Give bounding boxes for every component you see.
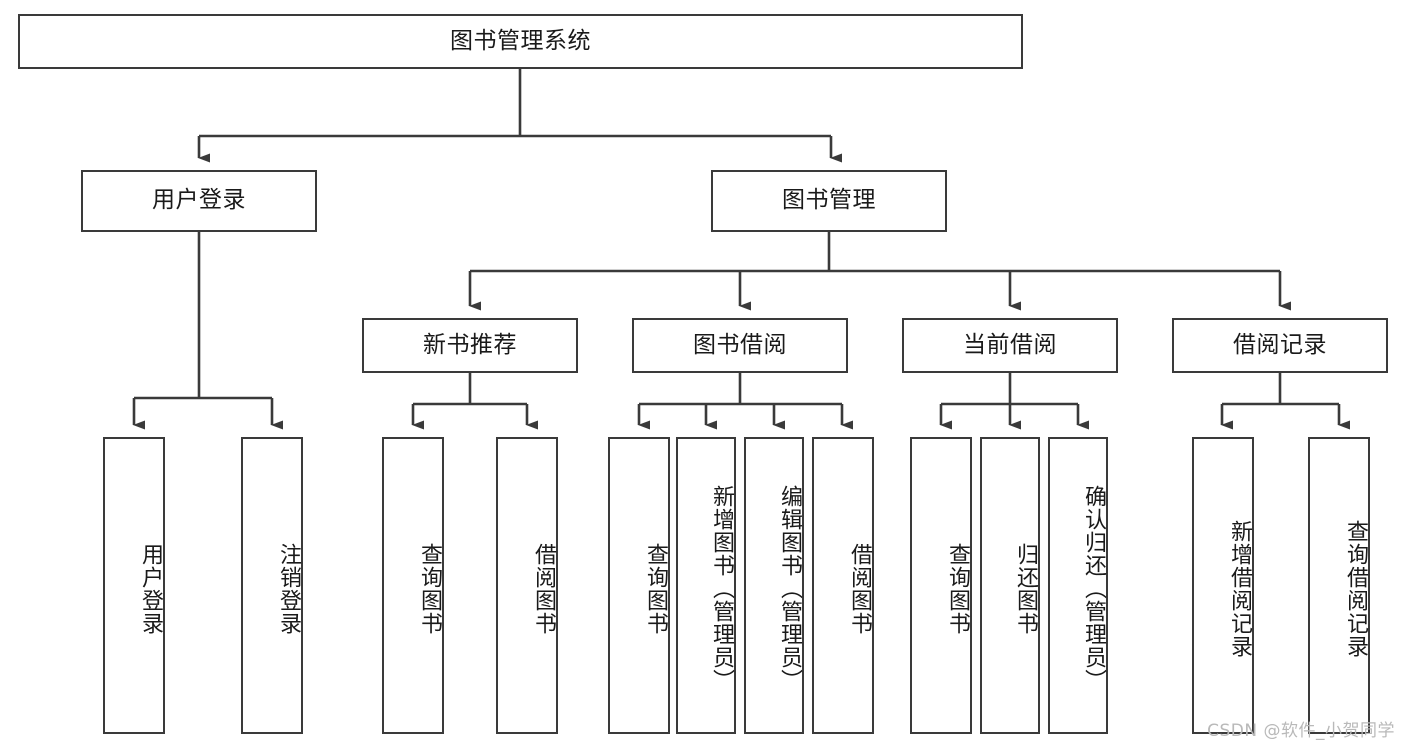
leaf-borrow-add-book-admin[interactable]: 新增图书（管理员） (676, 437, 736, 734)
node-book-management[interactable]: 图书管理 (711, 170, 947, 232)
leaf-new-book-borrow[interactable]: 借阅图书 (496, 437, 558, 734)
node-label: 借阅记录 (1233, 331, 1327, 358)
node-label: 编辑图书（管理员） (777, 485, 802, 692)
node-label: 注销登录 (276, 542, 301, 635)
node-label: 查询借阅记录 (1343, 519, 1368, 658)
leaf-borrow-edit-book-admin[interactable]: 编辑图书（管理员） (744, 437, 804, 734)
leaf-record-query-borrow-record[interactable]: 查询借阅记录 (1308, 437, 1370, 734)
node-root-book-management-system[interactable]: 图书管理系统 (18, 14, 1023, 69)
node-borrow-record[interactable]: 借阅记录 (1172, 318, 1388, 373)
node-label: 用户登录 (138, 542, 163, 635)
leaf-user-login-logout[interactable]: 注销登录 (241, 437, 303, 734)
leaf-user-login-login[interactable]: 用户登录 (103, 437, 165, 734)
node-label: 确认归还（管理员） (1081, 485, 1106, 692)
leaf-borrow-borrow-book[interactable]: 借阅图书 (812, 437, 874, 734)
leaf-borrow-query-book[interactable]: 查询图书 (608, 437, 670, 734)
node-label: 归还图书 (1013, 542, 1038, 635)
node-label: 查询图书 (417, 542, 442, 635)
node-label: 图书借阅 (693, 331, 787, 358)
node-current-borrow[interactable]: 当前借阅 (902, 318, 1118, 373)
node-label: 借阅图书 (531, 542, 556, 635)
node-label: 用户登录 (152, 187, 246, 214)
node-user-login[interactable]: 用户登录 (81, 170, 317, 232)
node-label: 图书管理系统 (450, 27, 591, 54)
node-label: 新增图书（管理员） (709, 485, 734, 692)
node-label: 图书管理 (782, 187, 876, 214)
node-label: 查询图书 (643, 542, 668, 635)
leaf-current-confirm-return-admin[interactable]: 确认归还（管理员） (1048, 437, 1108, 734)
leaf-record-add-borrow-record[interactable]: 新增借阅记录 (1192, 437, 1254, 734)
node-label: 新增借阅记录 (1227, 519, 1252, 658)
node-book-borrow[interactable]: 图书借阅 (632, 318, 848, 373)
leaf-current-return-book[interactable]: 归还图书 (980, 437, 1040, 734)
leaf-new-book-query[interactable]: 查询图书 (382, 437, 444, 734)
node-label: 借阅图书 (847, 542, 872, 635)
csdn-watermark: CSDN @软件_小贺同学 (1207, 721, 1395, 741)
node-label: 新书推荐 (423, 331, 517, 358)
node-new-book-recommend[interactable]: 新书推荐 (362, 318, 578, 373)
node-label: 查询图书 (945, 542, 970, 635)
node-label: 当前借阅 (963, 331, 1057, 358)
leaf-current-query-book[interactable]: 查询图书 (910, 437, 972, 734)
